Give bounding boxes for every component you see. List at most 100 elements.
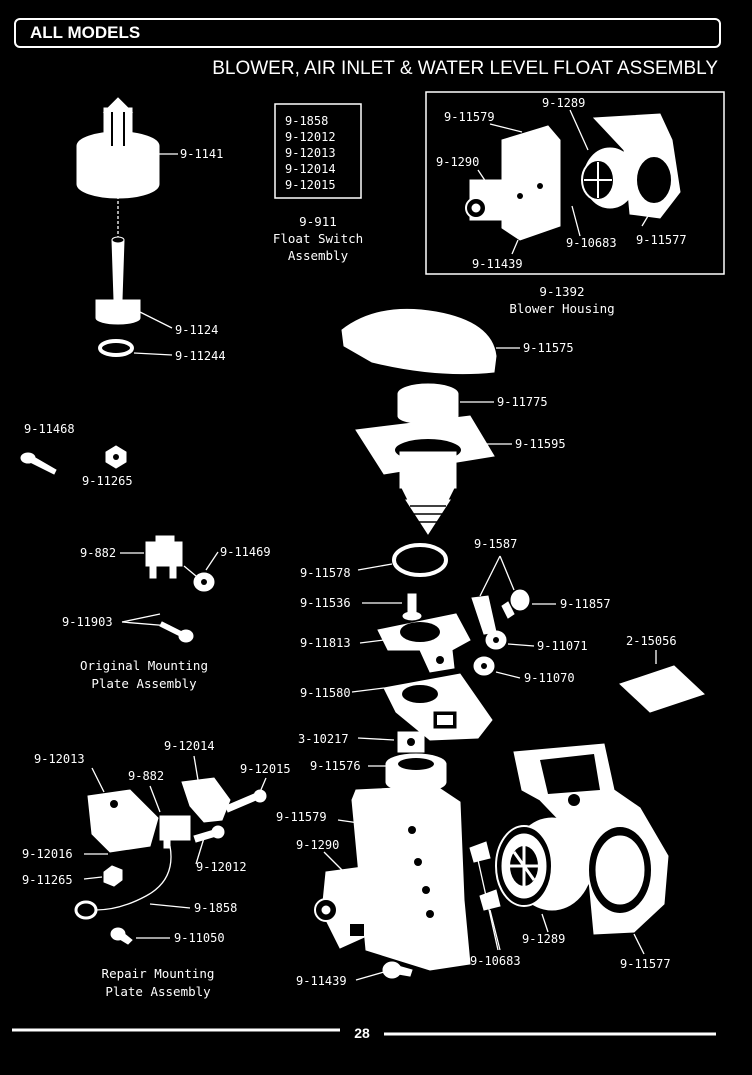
float-switch-item: 9-12012 — [285, 130, 336, 144]
label-9-11265b: 9-11265 — [22, 873, 73, 887]
float-wire-part — [95, 845, 172, 911]
float-switch-item: 9-1858 — [285, 114, 328, 128]
washer-part — [485, 630, 507, 650]
label-9-12013: 9-12013 — [34, 752, 85, 766]
label-9-11813: 9-11813 — [300, 636, 351, 650]
label-9-11070: 9-11070 — [524, 671, 575, 685]
label-9-12012: 9-12012 — [196, 860, 247, 874]
header-box: ALL MODELS — [14, 18, 721, 48]
label-9-11050: 9-11050 — [174, 931, 225, 945]
header-title: ALL MODELS — [30, 23, 141, 42]
cover-dome-part — [341, 308, 497, 375]
label-9-11468: 9-11468 — [24, 422, 75, 436]
pad-part — [619, 665, 705, 713]
label-9-11469: 9-11469 — [220, 545, 271, 559]
repair-plate-bracket-part — [87, 789, 159, 853]
screw-part — [193, 825, 225, 843]
stud-part — [402, 593, 422, 621]
valve-part — [397, 731, 425, 753]
blower-housing-caption: Blower Housing — [509, 301, 614, 316]
screw-part — [20, 452, 57, 475]
bolt-part — [501, 589, 530, 619]
float-switch-caption: 9-911 — [299, 214, 337, 229]
label-9-1587: 9-1587 — [474, 537, 517, 551]
label-9-1289-inset: 9-1289 — [542, 96, 585, 110]
label-2-15056: 2-15056 — [626, 634, 677, 648]
label-9-11439: 9-11439 — [296, 974, 347, 988]
float-switch-caption: Assembly — [288, 248, 349, 263]
screw-part — [225, 789, 267, 813]
nut-part — [473, 656, 495, 676]
blower-housing-part — [513, 743, 669, 935]
float-switch-part — [159, 815, 191, 849]
label-9-882: 9-882 — [80, 546, 116, 560]
blower-housing-caption: 9-1392 — [539, 284, 584, 299]
label-9-11536: 9-11536 — [300, 596, 351, 610]
screw-part — [469, 841, 501, 911]
float-switch-box — [274, 103, 362, 199]
label-9-1141: 9-1141 — [180, 147, 223, 161]
label-9-12015: 9-12015 — [240, 762, 291, 776]
blower-bracket-part — [351, 785, 471, 971]
repair-plate-caption: Plate Assembly — [105, 984, 211, 999]
inset-bracket-part — [501, 125, 561, 241]
label-9-1290-inset: 9-1290 — [436, 155, 479, 169]
label-9-11857: 9-11857 — [560, 597, 611, 611]
mounting-plate-part — [377, 613, 471, 673]
label-9-11577-inset: 9-11577 — [636, 233, 687, 247]
float-switch-item: 9-12014 — [285, 162, 336, 176]
label-9-12014: 9-12014 — [164, 739, 215, 753]
label-9-1858: 9-1858 — [194, 901, 237, 915]
inset-motor-part — [465, 179, 513, 221]
original-plate-caption: Original Mounting — [80, 658, 208, 673]
label-9-10683-inset: 9-10683 — [566, 236, 617, 250]
nut-part — [103, 865, 123, 887]
label-9-11244: 9-11244 — [175, 349, 226, 363]
float-switch-item: 9-12013 — [285, 146, 336, 160]
label-9-11577: 9-11577 — [620, 957, 671, 971]
label-9-11595: 9-11595 — [515, 437, 566, 451]
blower-wheel-part — [495, 817, 593, 911]
label-9-11578: 9-11578 — [300, 566, 351, 580]
label-9-882b: 9-882 — [128, 769, 164, 783]
original-plate-caption: Plate Assembly — [91, 676, 197, 691]
label-3-10217: 3-10217 — [298, 732, 349, 746]
screw-part — [110, 927, 133, 945]
float-switch-part — [145, 535, 183, 579]
float-switch-item: 9-12015 — [285, 178, 336, 192]
washer-part — [193, 572, 215, 592]
inset-housing-part — [592, 113, 681, 219]
label-9-11439-inset: 9-11439 — [472, 257, 523, 271]
inlet-cap-part — [397, 383, 459, 425]
screw-part — [382, 961, 413, 979]
plate-gasket-part — [383, 673, 493, 741]
label-9-11775: 9-11775 — [497, 395, 548, 409]
motor-part — [314, 865, 381, 949]
page-number: 28 — [354, 1025, 370, 1041]
label-9-11580: 9-11580 — [300, 686, 351, 700]
label-9-1290: 9-1290 — [296, 838, 339, 852]
air-inlet-funnel-part — [355, 415, 495, 535]
float-switch-caption: Float Switch — [273, 231, 363, 246]
bolt-part — [159, 621, 194, 643]
label-9-10683: 9-10683 — [470, 954, 521, 968]
label-9-11903: 9-11903 — [62, 615, 113, 629]
inset-blower-wheel-part — [581, 147, 637, 209]
repair-plate-caption: Repair Mounting — [102, 966, 215, 981]
gasket-ring-part — [392, 543, 448, 577]
label-9-1289: 9-1289 — [522, 932, 565, 946]
label-9-11071: 9-11071 — [537, 639, 588, 653]
label-9-12016: 9-12016 — [22, 847, 73, 861]
o-ring-part — [98, 339, 134, 357]
float-cap-part — [76, 97, 160, 199]
label-9-11579-inset: 9-11579 — [444, 110, 495, 124]
wire-terminal-part — [74, 900, 98, 920]
label-9-11576: 9-11576 — [310, 759, 361, 773]
label-9-11265: 9-11265 — [82, 474, 133, 488]
blower-housing-inset — [425, 91, 725, 275]
rod-part — [471, 595, 497, 635]
float-stem-part — [95, 236, 141, 325]
page-subtitle: BLOWER, AIR INLET & WATER LEVEL FLOAT AS… — [212, 58, 718, 79]
label-9-11575: 9-11575 — [523, 341, 574, 355]
